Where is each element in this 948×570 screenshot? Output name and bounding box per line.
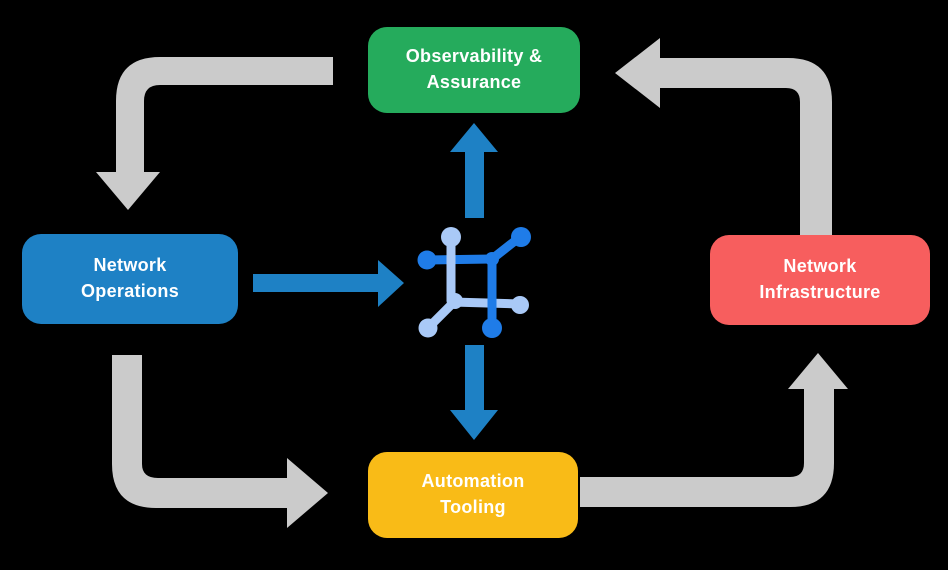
icon-light-top-node xyxy=(441,227,461,247)
icon-dark-corner-node xyxy=(485,252,499,266)
icon-dark-top-line xyxy=(422,254,497,265)
icon-light-bottomleft-node xyxy=(418,318,438,338)
icon-light-bottom-line xyxy=(447,297,525,309)
node-network-operations-label: Network Operations xyxy=(80,255,180,301)
arrow-netops-to-center xyxy=(253,260,404,307)
node-observability-assurance-label: Observability & Assurance xyxy=(405,46,543,92)
network-mesh-icon xyxy=(417,227,531,338)
node-network-infrastructure-label: Network Infrastructure xyxy=(759,256,881,302)
node-network-infrastructure: Network Infrastructure xyxy=(710,235,930,325)
arrow-center-to-observability xyxy=(450,123,498,218)
arrow-netinfra-to-observability xyxy=(615,38,832,236)
node-automation-tooling: Automation Tooling xyxy=(368,452,578,538)
icon-dark-topright-node xyxy=(511,227,531,247)
arrow-netops-to-automation xyxy=(112,355,328,528)
node-network-operations: Network Operations xyxy=(22,234,238,324)
arrow-automation-to-netinfra xyxy=(580,353,848,507)
arrow-center-to-automation xyxy=(450,345,498,440)
node-automation-tooling-label: Automation Tooling xyxy=(421,471,525,517)
arrow-observability-to-netops xyxy=(96,57,333,210)
icon-light-right-node xyxy=(511,296,529,314)
icon-dark-bottom-node xyxy=(482,318,502,338)
node-observability-assurance: Observability & Assurance xyxy=(368,27,580,113)
icon-light-corner-node xyxy=(447,293,463,309)
icon-dark-left-node xyxy=(417,250,437,270)
